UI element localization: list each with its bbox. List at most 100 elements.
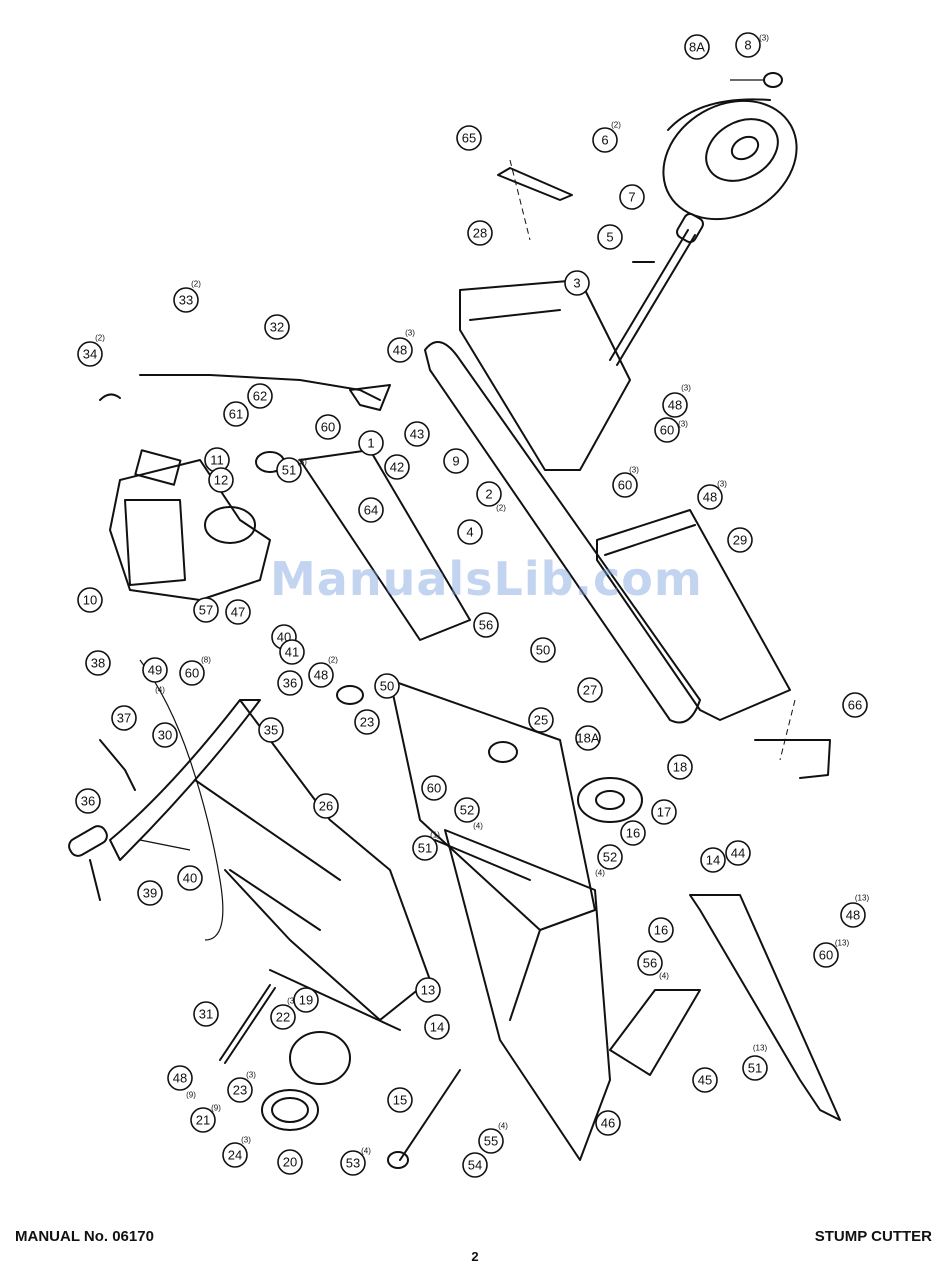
callout-51c: 51(1): [412, 831, 440, 861]
svg-text:(2): (2): [191, 280, 201, 289]
pulley-23: [336, 685, 364, 705]
svg-text:36: 36: [283, 676, 297, 691]
callout-27: 27: [577, 677, 603, 703]
callout-54: 54: [462, 1152, 488, 1178]
svg-text:27: 27: [583, 683, 597, 698]
callout-50b: 50: [530, 637, 556, 663]
svg-text:(3): (3): [405, 329, 415, 338]
callout-48c: 48(13): [840, 894, 869, 928]
callout-21: 21(9): [190, 1104, 221, 1133]
cutter-wheel: [261, 1031, 351, 1131]
callout-8A: 8A: [684, 34, 710, 60]
shaft-15: [387, 1069, 461, 1169]
callout-9: 9: [443, 448, 469, 474]
callout-64: 64: [358, 497, 384, 523]
svg-text:(9): (9): [186, 1091, 196, 1100]
callout-18A: 18A: [575, 725, 601, 751]
svg-text:21: 21: [196, 1113, 210, 1128]
callout-1: 1: [358, 430, 384, 456]
plate-44: [689, 894, 841, 1121]
callout-8: 8(3): [735, 32, 769, 58]
callout-5: 5: [597, 224, 623, 250]
callout-16a: 16: [620, 820, 646, 846]
svg-text:62: 62: [253, 389, 267, 404]
callout-35: 35: [258, 717, 284, 743]
pulley-17: [577, 777, 643, 823]
svg-text:11: 11: [210, 453, 224, 468]
svg-text:(2): (2): [496, 504, 506, 513]
svg-text:(3): (3): [241, 1136, 251, 1145]
svg-text:22: 22: [276, 1010, 290, 1025]
svg-text:64: 64: [364, 503, 378, 518]
svg-text:24: 24: [228, 1148, 242, 1163]
callout-66: 66: [842, 692, 868, 718]
callout-48d: 48 (3): [387, 329, 415, 363]
watermark: ManualsLib.com: [270, 552, 703, 606]
svg-text:(2): (2): [611, 121, 621, 130]
svg-text:16: 16: [626, 826, 640, 841]
hitch-pin-34: [99, 393, 121, 401]
callout-32: 32: [264, 314, 290, 340]
callout-38: 38: [85, 650, 111, 676]
callout-39: 39: [137, 880, 163, 906]
svg-text:55: 55: [484, 1134, 498, 1149]
svg-text:43: 43: [410, 427, 424, 442]
callout-60b: 60(3): [612, 466, 639, 498]
svg-text:57: 57: [199, 603, 213, 618]
callout-10: 10: [77, 587, 103, 613]
svg-text:28: 28: [473, 226, 487, 241]
callout-20: 20: [277, 1149, 303, 1175]
svg-text:65: 65: [462, 131, 476, 146]
svg-text:31: 31: [199, 1007, 213, 1022]
svg-text:45: 45: [698, 1073, 712, 1088]
callout-29: 29: [727, 527, 753, 553]
page-number: 2: [471, 1249, 479, 1264]
callout-60f: 60: [421, 775, 447, 801]
svg-text:54: 54: [468, 1158, 482, 1173]
callout-60a: 60(3): [654, 417, 688, 443]
svg-text:52: 52: [460, 803, 474, 818]
svg-text:14: 14: [706, 853, 720, 868]
svg-text:48: 48: [173, 1071, 187, 1086]
svg-text:37: 37: [117, 711, 131, 726]
callout-56a: 56(4): [637, 950, 669, 981]
manual-number: MANUAL No. 06170: [15, 1228, 154, 1245]
callout-14b: 14: [424, 1014, 450, 1040]
svg-text:(3): (3): [678, 420, 688, 429]
guard-29: [596, 509, 791, 721]
callout-19: 19: [293, 987, 319, 1013]
callout-16b: 16: [648, 917, 674, 943]
svg-text:60: 60: [321, 420, 335, 435]
svg-text:(4): (4): [155, 686, 165, 695]
callout-48b: 48(3): [697, 480, 727, 510]
svg-text:23: 23: [233, 1083, 247, 1098]
svg-text:3: 3: [573, 276, 580, 291]
svg-text:38: 38: [91, 656, 105, 671]
callout-52a: 52(4): [454, 797, 483, 831]
callout-60d: 60: [315, 414, 341, 440]
svg-text:48: 48: [393, 343, 407, 358]
svg-text:35: 35: [264, 723, 278, 738]
svg-text:20: 20: [283, 1155, 297, 1170]
svg-text:51: 51: [418, 841, 432, 856]
callout-46: 46: [595, 1110, 621, 1136]
callout-30: 30: [152, 722, 178, 748]
svg-text:(3): (3): [759, 34, 769, 43]
bracket-65: [497, 159, 573, 241]
hand-grip: [68, 825, 108, 857]
callout-56b: 56: [473, 612, 499, 638]
svg-text:14: 14: [430, 1020, 444, 1035]
callout-50a: 50: [374, 673, 400, 699]
svg-text:(4): (4): [498, 1122, 508, 1131]
svg-text:46: 46: [601, 1116, 615, 1131]
callout-48a: 48(3): [662, 384, 691, 418]
callout-37: 37: [111, 705, 137, 731]
control-bar-32: [139, 374, 391, 411]
svg-text:12: 12: [214, 473, 228, 488]
callout-41: 41: [279, 639, 305, 665]
svg-text:(1): (1): [430, 831, 440, 840]
svg-text:9: 9: [452, 454, 459, 469]
svg-text:(4): (4): [361, 1147, 371, 1156]
callout-47: 47: [225, 599, 251, 625]
svg-text:(3): (3): [629, 466, 639, 475]
